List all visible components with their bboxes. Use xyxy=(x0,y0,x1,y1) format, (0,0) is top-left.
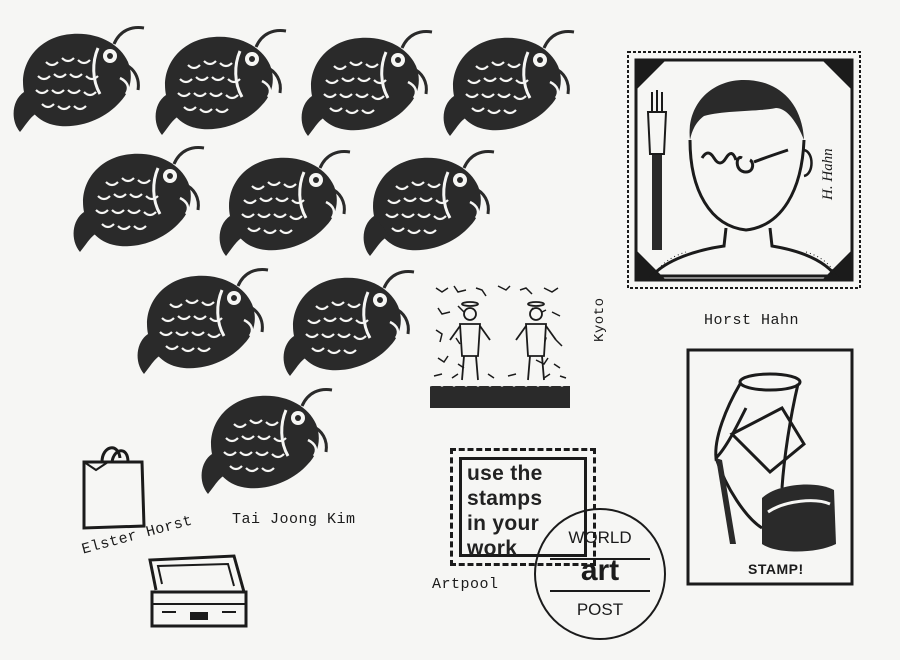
fish-icon xyxy=(198,384,333,502)
fish-icon xyxy=(360,146,495,264)
suitcase-icon xyxy=(148,554,248,628)
fish-icon xyxy=(280,266,415,384)
label-horst-hahn: Horst Hahn xyxy=(704,312,800,329)
fish-icon xyxy=(70,142,205,260)
fish-icon xyxy=(152,25,287,143)
fish-icon xyxy=(134,264,269,382)
fish-icon xyxy=(10,22,145,140)
portrait-signature: H. Hahn xyxy=(820,148,836,201)
shoe-stamp-caption: STAMP! xyxy=(748,561,804,577)
use-stamps-text: use the stamps in your work xyxy=(467,462,543,560)
postmark-middle-text: art xyxy=(580,554,620,587)
horst-hahn-portrait-stamp: H. Hahn xyxy=(627,51,861,289)
fish-icon xyxy=(440,26,575,144)
label-tai-joong-kim: Tai Joong Kim xyxy=(232,511,356,528)
label-kyoto: Kyoto xyxy=(592,297,608,342)
shopping-bag-icon xyxy=(82,446,146,530)
kyoto-stamp xyxy=(429,280,574,408)
fish-icon xyxy=(216,146,351,264)
label-artpool: Artpool xyxy=(432,576,499,593)
shoe-stamp: STAMP! xyxy=(686,348,854,586)
postmark-bottom-text: POST xyxy=(576,600,624,619)
postmark-top-text: WORLD xyxy=(568,528,632,547)
world-art-post-postmark: WORLD art POST xyxy=(534,508,666,640)
fish-icon xyxy=(298,26,433,144)
